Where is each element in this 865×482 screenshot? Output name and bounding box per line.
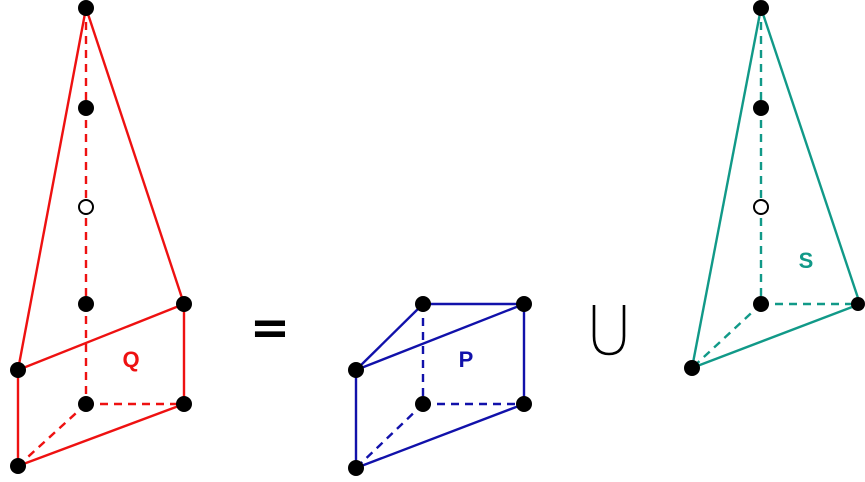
vertex [348, 460, 364, 476]
vertex [684, 360, 700, 376]
union-symbol-text: ⋃ [609, 338, 610, 343]
polytope-p-vertices [348, 296, 532, 476]
polytope-q [16, 7, 186, 468]
polytope-p-solid-edges [354, 302, 526, 470]
vertex [415, 296, 431, 312]
polytope-s-label: S [799, 248, 814, 273]
polytope-p-hidden-edges [355, 304, 524, 469]
vertex [753, 0, 769, 16]
polytope-s-vertices [684, 0, 865, 376]
vertex [176, 296, 192, 312]
vertex [851, 297, 865, 311]
vertex [78, 0, 94, 16]
vertex [516, 296, 532, 312]
polytope-q-vertices [10, 0, 192, 474]
polytope-p [354, 302, 526, 470]
vertex [78, 296, 94, 312]
union-symbol [592, 305, 626, 356]
hollow-vertex [78, 199, 94, 215]
polytope-q-solid-edges [16, 7, 186, 468]
vertex [415, 396, 431, 412]
polytope-s-hidden-edges [691, 8, 860, 369]
vertex [176, 396, 192, 412]
vertex [78, 396, 94, 412]
vertex [516, 396, 532, 412]
polytope-s [690, 7, 862, 370]
vertex [10, 362, 26, 378]
vertex [78, 100, 94, 116]
polytope-s-solid-edges [690, 7, 862, 370]
vertex [753, 296, 769, 312]
polytope-q-label: Q [122, 347, 139, 372]
vertex [753, 100, 769, 116]
hollow-vertex [753, 199, 769, 215]
equals-sign: = [250, 300, 290, 356]
polytope-p-label: P [459, 347, 474, 372]
vertex [348, 362, 364, 378]
vertex [10, 458, 26, 474]
